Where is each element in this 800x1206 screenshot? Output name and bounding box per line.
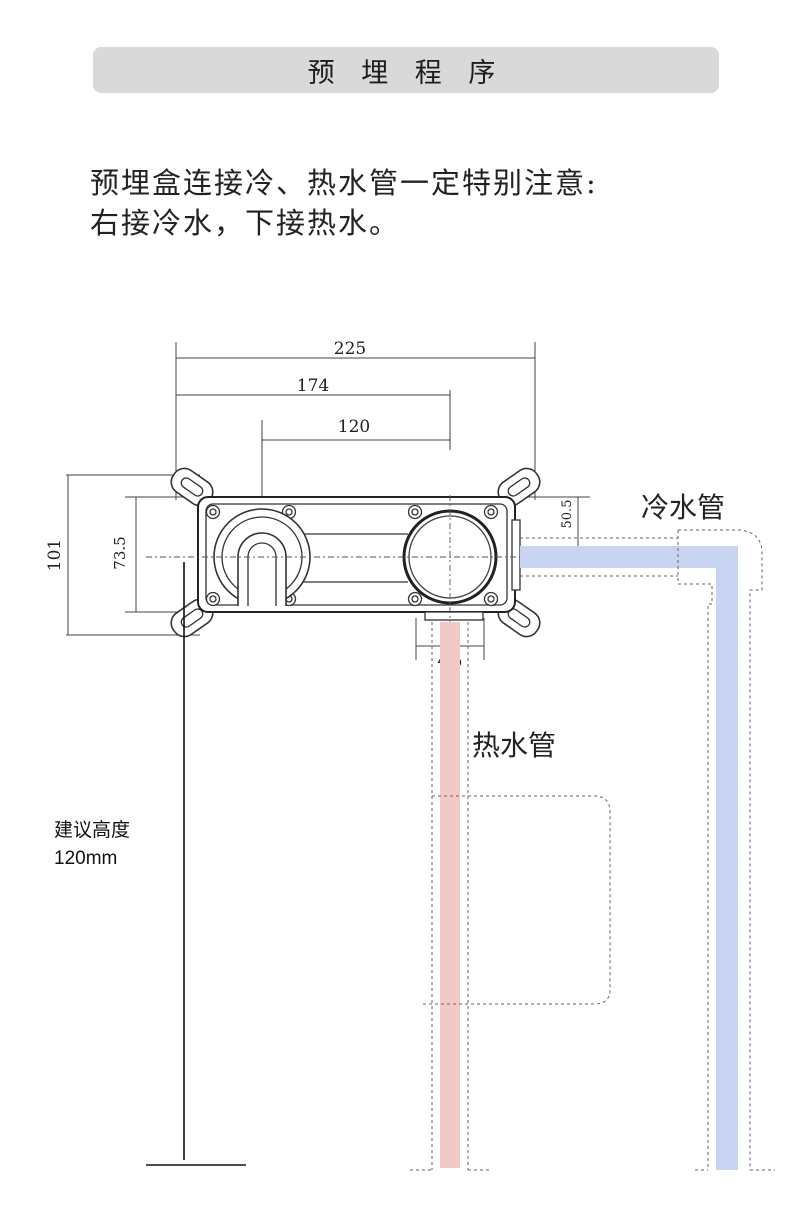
install-height-marker xyxy=(146,562,246,1166)
dim-label-174: 174 xyxy=(297,376,329,396)
recommended-height-value: 120mm xyxy=(54,848,118,869)
cold-pipe xyxy=(520,546,738,1170)
screw-icon xyxy=(209,595,217,603)
spout-elbow-inner xyxy=(247,542,277,606)
installation-note: 预埋盒连接冷、热水管一定特别注意: 右接冷水，下接热水。 xyxy=(90,163,598,243)
hot-pipe-label: 热水管 xyxy=(472,729,556,762)
section-title: 预 埋 程 序 xyxy=(307,57,505,89)
screw-icon xyxy=(209,508,217,516)
dim-label-73-5: 73.5 xyxy=(111,536,129,569)
screw-icon xyxy=(411,595,419,603)
section-title-bar: 预 埋 程 序 xyxy=(93,47,719,93)
bottom-outlet xyxy=(424,611,484,621)
hot-pipe xyxy=(440,622,460,1168)
wall-cutout-outline xyxy=(420,795,611,1005)
dim-label-101: 101 xyxy=(45,539,65,571)
side-outlet xyxy=(511,519,521,591)
hot-pipe-sleeve xyxy=(410,622,490,1171)
right-dimension xyxy=(520,496,590,553)
dim-label-50-5: 50.5 xyxy=(560,500,575,529)
note-line-2: 右接冷水，下接热水。 xyxy=(90,206,401,240)
ear-slot xyxy=(507,477,531,497)
screw-icon xyxy=(487,595,495,603)
screw-icon xyxy=(487,508,495,516)
mounting-box xyxy=(146,467,590,670)
screw-icon xyxy=(285,508,293,516)
ear-slot xyxy=(180,477,204,497)
box-inner xyxy=(205,503,508,606)
cold-pipe-sleeve xyxy=(520,529,775,1171)
note-line-1: 预埋盒连接冷、热水管一定特别注意: xyxy=(90,166,598,200)
recommended-height-label: 建议高度 xyxy=(54,820,131,841)
screw-icon xyxy=(411,508,419,516)
recommended-height: 建议高度 120mm xyxy=(54,817,130,873)
dim-label-120: 120 xyxy=(338,417,370,437)
spout-elbow xyxy=(237,532,287,606)
cold-pipe-label: 冷水管 xyxy=(641,491,725,524)
dim-label-225: 225 xyxy=(334,339,366,359)
